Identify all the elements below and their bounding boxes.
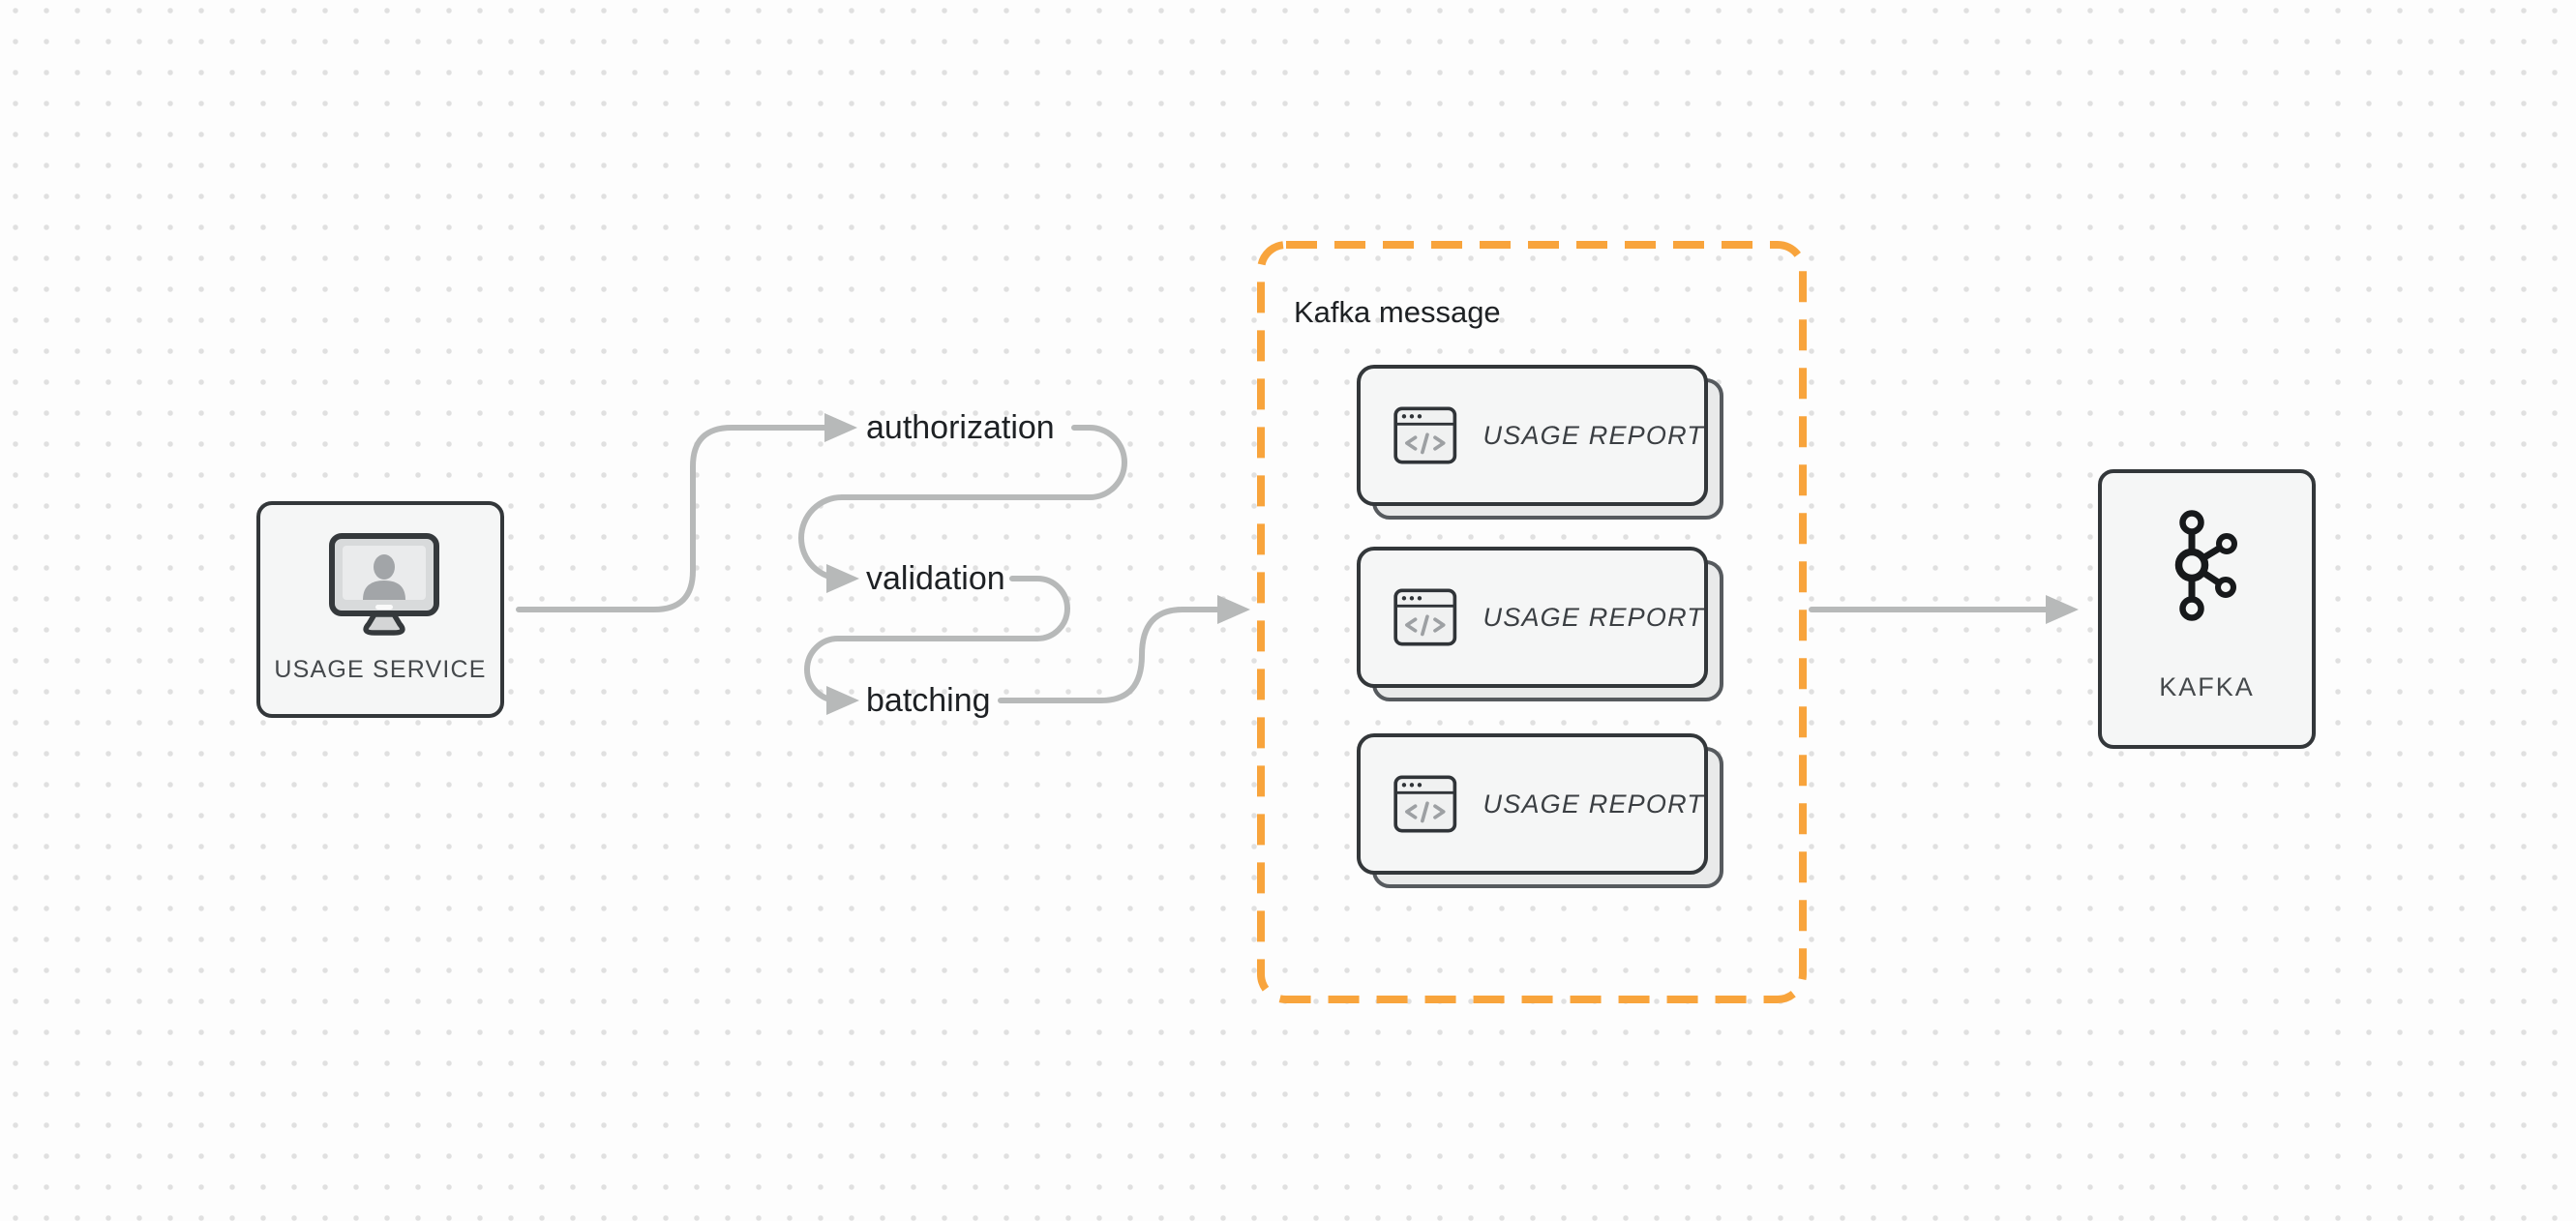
usage-report-label: USAGE REPORT: [1483, 602, 1704, 632]
monitor-user-icon: [329, 533, 439, 636]
kafka-node: KAFKA: [2098, 469, 2316, 749]
flow-label-validation: validation: [866, 560, 1005, 597]
code-window-icon: [1393, 406, 1457, 464]
usage-report-card: USAGE REPORT: [1357, 733, 1723, 888]
flow-label-batching: batching: [866, 682, 991, 719]
arrowhead-icon: [826, 686, 859, 715]
usage-report-label: USAGE REPORT: [1483, 420, 1704, 450]
code-window-icon: [1393, 775, 1457, 833]
arrowhead-icon: [1217, 595, 1250, 624]
kafka-label: KAFKA: [2159, 672, 2255, 701]
code-window-icon: [1393, 588, 1457, 646]
arrowhead-icon: [824, 413, 857, 442]
arrowhead-icon: [2046, 595, 2079, 624]
flow-arrow-service-to-authorization: [516, 413, 857, 612]
usage-service-label: USAGE SERVICE: [274, 656, 487, 683]
flow-label-authorization: authorization: [866, 409, 1055, 446]
kafka-message-group-border: [1257, 241, 1807, 1003]
usage-report-label: USAGE REPORT: [1483, 789, 1704, 819]
kafka-message-title: Kafka message: [1294, 295, 1501, 329]
usage-report-card: USAGE REPORT: [1357, 365, 1723, 520]
flow-arrow-validation-to-batching: [804, 576, 1070, 715]
arrowhead-icon: [826, 564, 859, 593]
usage-service-node: USAGE SERVICE: [256, 501, 504, 718]
flow-arrow-batching-to-message: [998, 595, 1250, 703]
flow-arrow-authorization-to-validation: [798, 425, 1127, 593]
kafka-logo-icon: [2174, 510, 2237, 621]
usage-report-card: USAGE REPORT: [1357, 547, 1723, 701]
flow-arrow-message-to-kafka: [1809, 595, 2079, 624]
